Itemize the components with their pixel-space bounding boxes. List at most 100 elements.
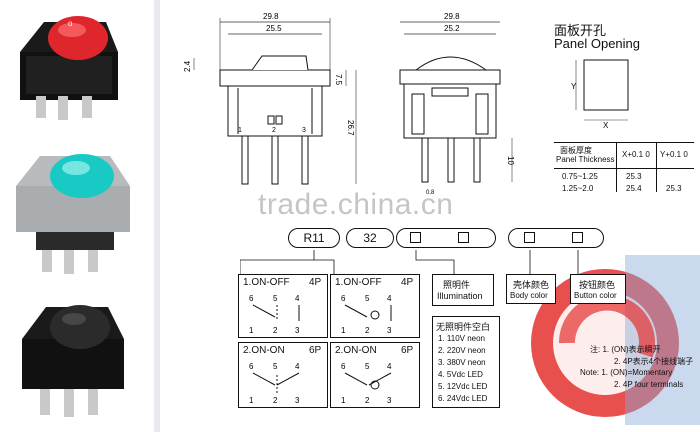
dim-10: 10	[506, 156, 515, 165]
button-color-cn: 按钮颜色	[579, 280, 616, 290]
illumination-title-cn: 照明件	[443, 280, 471, 290]
svg-text:2: 2	[365, 396, 370, 405]
svg-text:4: 4	[295, 362, 300, 371]
illumination-item: 3. 380V neon	[438, 358, 486, 367]
illumination-item: 4. 5Vdc LED	[438, 370, 483, 379]
svg-text:2: 2	[273, 396, 278, 405]
code-prefix: R11	[288, 228, 340, 248]
schematic-diagram: 6 5 4 1 2 3	[249, 294, 300, 335]
illumination-header: 照明件 Illumination	[432, 274, 494, 306]
table-col-x: X+0.1 0	[622, 150, 650, 159]
dim-front-29-8: 29.8	[263, 12, 279, 21]
dim-side-25-2: 25.2	[444, 24, 460, 33]
green-button-cap	[50, 154, 114, 198]
black-button-cap	[50, 305, 110, 349]
photo-green-switch	[0, 146, 154, 286]
connector-lines	[240, 250, 579, 274]
watermark-text: trade.china.cn	[258, 188, 454, 221]
body-color-cn: 壳体颜色	[513, 280, 550, 290]
svg-text:2: 2	[365, 326, 370, 335]
dim-26-7: 26.7	[346, 120, 355, 136]
dim-2-4: 2.4	[183, 60, 192, 72]
option-pins: 6P	[401, 345, 414, 356]
svg-text:6: 6	[341, 294, 346, 303]
button-color-box: 按钮颜色 Button color	[570, 274, 626, 304]
illumination-item: 5. 12Vdc LED	[438, 382, 488, 391]
row2-x: 25.4	[626, 184, 642, 193]
option-title: 2.ON-ON	[335, 345, 377, 356]
schematic-diagram: 6 5 4 1 2 3	[249, 362, 300, 405]
row2-thickness: 1.25~2.0	[562, 184, 594, 193]
schematic-diagram: 6 5 4 1 2 3	[341, 362, 392, 405]
svg-text:5: 5	[273, 294, 278, 303]
terminal-label-1: 1	[238, 127, 242, 134]
svg-text:6: 6	[249, 294, 254, 303]
dim-side-29-8: 29.8	[444, 12, 460, 21]
svg-text:3: 3	[295, 396, 300, 405]
svg-text:6: 6	[249, 362, 254, 371]
illumination-item: 1. 110V neon	[438, 334, 486, 343]
photo-black-switch	[0, 289, 154, 432]
svg-text:1: 1	[341, 326, 346, 335]
option-pins: 4P	[309, 277, 322, 288]
row1-x: 25.3	[626, 172, 642, 181]
spec-sheet: 29.8 25.5 2.4 7.5 26.7 1 2 3 29.8 25.2 1…	[160, 0, 700, 432]
table-head-cn: 面板厚度	[560, 146, 592, 155]
svg-text:3: 3	[387, 396, 392, 405]
note-en-1: Note: 1. (ON)=Momentary	[580, 368, 673, 377]
note-en-2: 2. 4P four terminals	[614, 380, 684, 389]
svg-text:1: 1	[249, 326, 254, 335]
dim-front-25-5: 25.5	[266, 24, 282, 33]
terminal-label-2: 2	[272, 127, 276, 134]
illumination-none: 无照明件空白	[436, 322, 491, 332]
slot-box	[524, 232, 535, 243]
axis-y-label: Y	[571, 82, 577, 91]
photo-red-switch: o	[0, 0, 154, 143]
code-series: 32	[346, 228, 394, 248]
panel-opening-square: Y X	[571, 59, 629, 128]
svg-text:1: 1	[249, 396, 254, 405]
option-title: 1.ON-OFF	[335, 277, 382, 288]
slot-box	[572, 232, 583, 243]
option-on-on-1: 2.ON-ON 6P 6 5 4 1 2 3	[238, 342, 328, 408]
svg-text:5: 5	[365, 362, 370, 371]
divider	[154, 0, 160, 432]
axis-x-label: X	[603, 121, 609, 128]
option-pins: 6P	[309, 345, 322, 356]
svg-text:4: 4	[295, 294, 300, 303]
code-illumination-slot	[396, 228, 496, 248]
table-col-y: Y+0.1 0	[660, 150, 688, 159]
svg-text:6: 6	[341, 362, 346, 371]
panel-title-en: Panel Opening	[554, 36, 641, 51]
svg-text:1: 1	[341, 396, 346, 405]
svg-text:4: 4	[387, 362, 392, 371]
option-title: 1.ON-OFF	[243, 277, 290, 288]
svg-text:3: 3	[295, 326, 300, 335]
row1-thickness: 0.75~1.25	[562, 172, 598, 181]
dim-7-5: 7.5	[334, 74, 343, 86]
side-view-drawing: 29.8 25.2 10 0.8	[399, 12, 515, 196]
table-head-en: Panel Thickness	[556, 155, 615, 164]
illumination-title-en: Illumination	[437, 291, 483, 301]
svg-text:5: 5	[273, 362, 278, 371]
panel-thickness-table: 面板厚度 Panel Thickness X+0.1 0 Y+0.1 0 0.7…	[554, 142, 694, 193]
illumination-item: 2. 220V neon	[438, 346, 486, 355]
body-color-en: Body color	[510, 291, 548, 300]
option-on-off-1: 1.ON-OFF 4P 6 5 4 1 2 3	[238, 274, 328, 338]
dim-pin-0-8: 0.8	[426, 190, 435, 196]
svg-text:o: o	[68, 19, 73, 28]
note-cn-1: 注: 1. (ON)表示瞬开	[590, 345, 661, 354]
button-color-en: Button color	[574, 291, 617, 300]
terminal-label-3: 3	[302, 127, 306, 134]
svg-text:3: 3	[387, 326, 392, 335]
svg-text:2: 2	[273, 326, 278, 335]
svg-text:4: 4	[387, 294, 392, 303]
code-color-slot	[508, 228, 604, 248]
row2-y: 25.3	[666, 184, 682, 193]
body-color-box: 壳体颜色 Body color	[506, 274, 556, 304]
panel-title-cn: 面板开孔	[554, 23, 607, 38]
red-button-cap	[48, 16, 108, 60]
option-title: 2.ON-ON	[243, 345, 285, 356]
